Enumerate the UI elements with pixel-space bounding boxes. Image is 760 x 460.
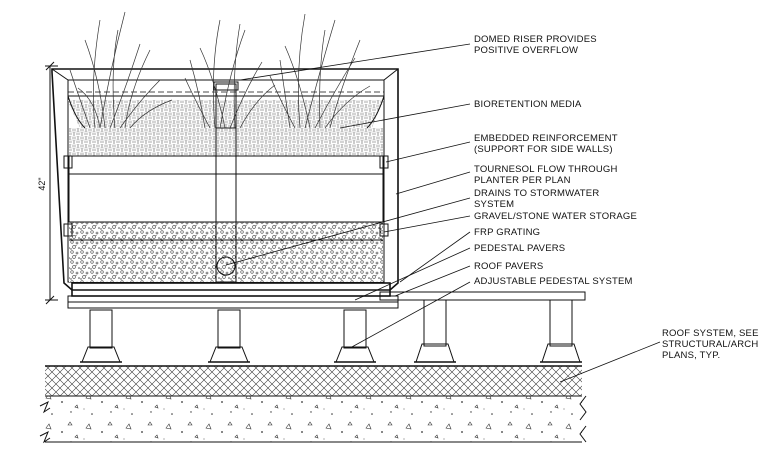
svg-text:ROOF PAVERS: ROOF PAVERS	[474, 261, 543, 272]
callout-pedestal-pavers: PEDESTAL PAVERS	[474, 243, 565, 254]
callout-line: POSITIVE OVERFLOW	[474, 45, 578, 56]
callout-flow-through-planter: TOURNESOL FLOW THROUGH PLANTER PER PLAN	[474, 164, 618, 186]
callout-gravel-storage: GRAVEL/STONE WATER STORAGE	[474, 211, 637, 222]
callout-embedded-reinforcement: EMBEDDED REINFORCEMENT (SUPPORT FOR SIDE…	[474, 133, 618, 155]
svg-text:EMBEDDED REINFORCEMENT: EMBEDDED REINFORCEMENT	[474, 133, 618, 144]
callout-line: FRP GRATING	[474, 227, 540, 238]
callout-line: ADJUSTABLE PEDESTAL SYSTEM	[474, 276, 633, 287]
pedestal-pavers-layer	[67, 295, 399, 309]
callout-line: PLANTER PER PLAN	[474, 175, 571, 186]
callout-line: EMBEDDED REINFORCEMENT	[474, 133, 618, 144]
callout-line: GRAVEL/STONE WATER STORAGE	[474, 211, 637, 222]
callout-line: PEDESTAL PAVERS	[474, 243, 565, 254]
roof-system-membrane	[45, 365, 582, 397]
svg-text:DRAINS TO STORMWATER: DRAINS TO STORMWATER	[474, 188, 599, 199]
callout-bioretention-media: BIORETENTION MEDIA	[474, 99, 582, 110]
plant-grasses	[69, 11, 371, 129]
callout-roof-system: ROOF SYSTEM, SEE STRUCTURAL/ARCH PLANS, …	[662, 328, 759, 361]
svg-text:PLANS, TYP.: PLANS, TYP.	[662, 350, 720, 361]
svg-text:PLANTER PER PLAN: PLANTER PER PLAN	[474, 175, 571, 186]
callout-line: ROOF SYSTEM, SEE	[662, 328, 759, 339]
callout-frp-grating: FRP GRATING	[474, 227, 540, 238]
svg-text:DOMED RISER PROVIDES: DOMED RISER PROVIDES	[474, 34, 597, 45]
leader-lines	[225, 43, 661, 383]
dimension-label: 42"	[37, 177, 47, 190]
callout-line: TOURNESOL FLOW THROUGH	[474, 164, 618, 175]
svg-text:FRP GRATING: FRP GRATING	[474, 227, 540, 238]
planter-body	[51, 68, 399, 297]
svg-text:(SUPPORT FOR SIDE WALLS): (SUPPORT FOR SIDE WALLS)	[474, 144, 613, 155]
callout-line: SYSTEM	[474, 199, 514, 210]
svg-text:POSITIVE OVERFLOW: POSITIVE OVERFLOW	[474, 45, 578, 56]
pedestal	[540, 299, 582, 363]
pedestal	[208, 309, 250, 363]
svg-text:STRUCTURAL/ARCH: STRUCTURAL/ARCH	[662, 339, 758, 350]
callout-roof-pavers: ROOF PAVERS	[474, 261, 543, 272]
callout-line: BIORETENTION MEDIA	[474, 99, 582, 110]
callout-pedestal-system: ADJUSTABLE PEDESTAL SYSTEM	[474, 276, 633, 287]
callout-line: DRAINS TO STORMWATER	[474, 188, 599, 199]
callout-line: STRUCTURAL/ARCH	[662, 339, 758, 350]
svg-text:ROOF SYSTEM, SEE: ROOF SYSTEM, SEE	[662, 328, 759, 339]
svg-text:ADJUSTABLE PEDESTAL SYSTEM: ADJUSTABLE PEDESTAL SYSTEM	[474, 276, 633, 287]
pedestal	[80, 309, 122, 363]
roof-pavers-layer	[379, 291, 586, 301]
svg-text:PEDESTAL PAVERS: PEDESTAL PAVERS	[474, 243, 565, 254]
callout-line: ROOF PAVERS	[474, 261, 543, 272]
callout-line: PLANS, TYP.	[662, 350, 720, 361]
callout-drains: DRAINS TO STORMWATER SYSTEM	[474, 188, 599, 210]
svg-text:GRAVEL/STONE WATER STORAGE: GRAVEL/STONE WATER STORAGE	[474, 211, 637, 222]
callout-line: (SUPPORT FOR SIDE WALLS)	[474, 144, 613, 155]
svg-text:BIORETENTION MEDIA: BIORETENTION MEDIA	[474, 99, 582, 110]
svg-text:TOURNESOL FLOW THROUGH: TOURNESOL FLOW THROUGH	[474, 164, 618, 175]
callout-line: DOMED RISER PROVIDES	[474, 34, 597, 45]
callout-domed-riser: DOMED RISER PROVIDES POSITIVE OVERFLOW	[474, 34, 597, 56]
pedestal	[334, 309, 376, 363]
concrete-deck	[39, 395, 587, 444]
height-dimension: 42"	[37, 61, 58, 305]
svg-text:SYSTEM: SYSTEM	[474, 199, 514, 210]
